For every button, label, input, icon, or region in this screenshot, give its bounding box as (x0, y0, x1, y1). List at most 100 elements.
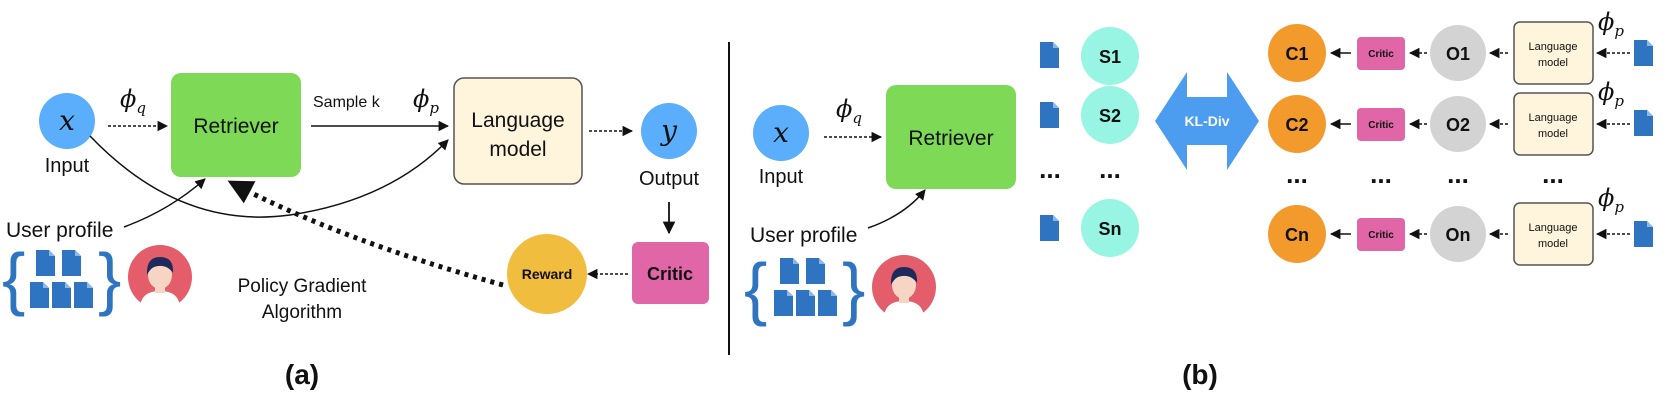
ellipsis-o: ... (1447, 159, 1469, 189)
c-label-n: Cn (1285, 225, 1309, 245)
panel-a: x Input ϕq Retriever Sample k ϕp Languag… (2, 73, 709, 390)
phi-p-label-2: ϕp (1598, 78, 1624, 110)
retriever-box-a (171, 73, 301, 177)
output-node-a (641, 103, 697, 159)
c-node-1 (1268, 24, 1326, 82)
doc-icon (52, 282, 71, 308)
left-brace-icon-a: { (2, 239, 25, 317)
score-node-s1 (1081, 27, 1139, 85)
critic-label-n: Critic (1368, 230, 1394, 241)
lm-line1-n: Language (1529, 222, 1578, 234)
lm-line2-2: model (1538, 128, 1568, 140)
reward-label-a: Reward (522, 266, 573, 282)
doc-icon (74, 282, 93, 308)
profile-docs-b: { } (744, 249, 865, 327)
reward-node-a (507, 234, 587, 314)
ellipsis-docs: ... (1039, 154, 1061, 184)
c-label-2: C2 (1285, 115, 1308, 135)
o-node-n (1430, 206, 1486, 262)
right-brace-icon-b: } (842, 249, 865, 327)
right-brace-icon-a: } (98, 239, 121, 317)
avatar-icon-b (872, 255, 936, 319)
output-label-a: Output (639, 168, 699, 190)
language-model-box-n (1513, 202, 1594, 266)
c-node-n (1268, 205, 1326, 263)
input-label-b: Input (759, 166, 804, 188)
language-model-box-2 (1513, 92, 1594, 156)
kl-div-label: KL-Div (1184, 113, 1229, 129)
user-profile-label-a: User profile (6, 219, 113, 242)
panel-b: x Input ϕq Retriever User profile { } ..… (744, 8, 1653, 390)
lm-line2-1: model (1538, 57, 1568, 69)
profile-to-retriever-arrow-a (123, 178, 206, 228)
doc-icon (1634, 40, 1653, 66)
language-model-line1-a: Language (471, 109, 564, 132)
language-model-box-1 (1513, 21, 1594, 85)
retriever-label-a: Retriever (193, 115, 278, 138)
sample-k-label: Sample k (313, 94, 381, 111)
avatar-icon-a (128, 245, 192, 309)
kl-div-arrow-icon (1155, 72, 1259, 170)
doc-icon (62, 250, 81, 276)
c-label-1: C1 (1285, 44, 1308, 64)
profile-to-retriever-arrow-b (867, 189, 926, 229)
ellipsis-lm: ... (1542, 159, 1564, 189)
score-node-s2 (1081, 86, 1139, 144)
phi-p-label-n: ϕp (1598, 184, 1624, 216)
profile-docs-a: { } (2, 239, 121, 317)
lm-line1-2: Language (1529, 112, 1578, 124)
critic-box-a (632, 242, 709, 304)
policy-gradient-line2: Algorithm (262, 302, 342, 323)
ellipsis-critic: ... (1370, 159, 1392, 189)
doc-icon (1040, 215, 1059, 241)
input-symbol-a: x (59, 104, 75, 137)
retriever-box-b (886, 85, 1016, 189)
o-label-n: On (1446, 225, 1471, 245)
critic-label-1: Critic (1368, 49, 1394, 60)
left-brace-icon-b: { (744, 249, 767, 327)
c-node-2 (1268, 95, 1326, 153)
lm-line2-n: model (1538, 238, 1568, 250)
doc-icon (818, 290, 837, 316)
doc-icon (1634, 110, 1653, 136)
phi-q-label-a: ϕq (120, 85, 146, 117)
o-label-1: O1 (1446, 44, 1470, 64)
critic-box-n (1357, 218, 1405, 251)
o-node-1 (1430, 25, 1486, 81)
output-symbol-a: y (659, 114, 678, 147)
caption-a: (a) (285, 359, 319, 390)
score-label-sn: Sn (1098, 219, 1121, 239)
user-profile-label-b: User profile (750, 224, 857, 247)
doc-icon (1634, 221, 1653, 247)
ellipsis-scores: ... (1099, 154, 1121, 184)
critic-box-2 (1357, 108, 1405, 141)
score-label-s2: S2 (1099, 106, 1121, 126)
language-model-line2-a: model (489, 138, 546, 161)
doc-icon (1040, 42, 1059, 68)
doc-icon (30, 282, 49, 308)
score-label-s1: S1 (1099, 47, 1121, 67)
doc-icon (774, 290, 793, 316)
doc-icon (780, 258, 799, 284)
input-symbol-b: x (773, 116, 789, 149)
doc-icon (796, 290, 815, 316)
input-node-a (39, 93, 95, 149)
doc-icon (806, 258, 825, 284)
score-node-sn (1081, 199, 1139, 257)
lm-line1-1: Language (1529, 41, 1578, 53)
input-label-a: Input (45, 155, 90, 177)
critic-label-2: Critic (1368, 120, 1394, 131)
policy-gradient-line1: Policy Gradient (238, 276, 368, 297)
phi-q-label-b: ϕq (836, 95, 862, 127)
phi-p-label-a: ϕp (413, 85, 439, 117)
phi-p-label-1: ϕp (1598, 8, 1624, 40)
doc-icon (36, 250, 55, 276)
input-to-lm-curve-a (89, 135, 449, 218)
language-model-box-a (453, 77, 583, 185)
o-node-2 (1430, 96, 1486, 152)
doc-icon (1040, 102, 1059, 128)
input-node-b (753, 105, 809, 161)
policy-gradient-arrow-a (227, 180, 504, 288)
critic-label-a: Critic (647, 264, 693, 284)
